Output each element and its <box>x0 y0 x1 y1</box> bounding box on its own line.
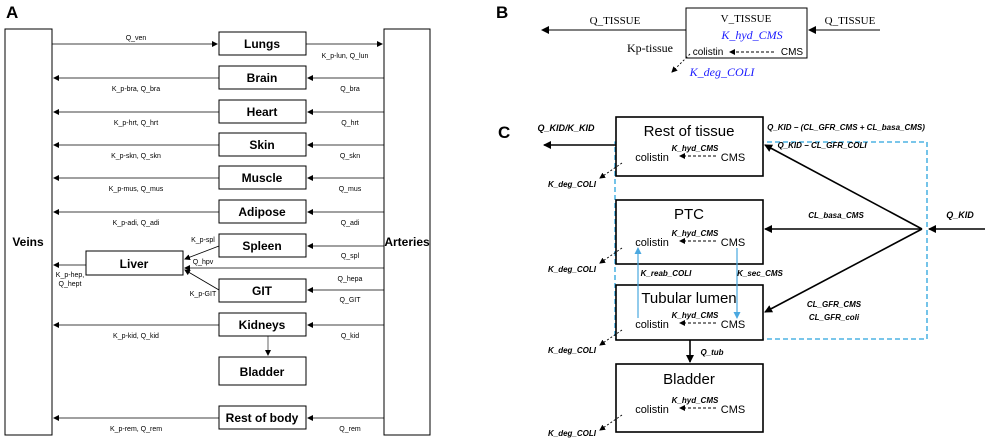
flow-q-hpv: Q_hpv <box>193 259 214 266</box>
c-q-out: Q_KID/K_KID <box>537 123 595 133</box>
b-k-hyd: K_hyd_CMS <box>720 28 782 42</box>
c-k-hyd-rest: K_hyd_CMS <box>672 144 719 153</box>
flow-q-spl: Q_spl <box>341 253 360 260</box>
flow-k-spl: K_p-spl <box>191 237 215 244</box>
c-k-deg-bladder: K_deg_COLI <box>548 429 597 438</box>
c-cl-gfr-cms: CL_GFR_CMS <box>807 300 862 309</box>
panel-a-arrows <box>52 41 384 421</box>
b-cms: CMS <box>781 47 804 58</box>
b-k-deg: K_deg_COLI <box>689 65 756 79</box>
organ-rest-of-body: Rest of body <box>226 411 299 425</box>
flow-k-git: K_p-GIT <box>190 291 217 298</box>
c-cms-rest: CMS <box>721 152 745 164</box>
c-q-tub: Q_tub <box>700 348 723 357</box>
c-q-rest-2: Q_KID − CL_GFR_COLI <box>777 141 867 150</box>
flow-q-rem: Q_rem <box>339 426 361 433</box>
c-k-hyd-ptc: K_hyd_CMS <box>672 229 719 238</box>
b-colistin: colistin <box>693 47 724 58</box>
flow-q-hepa: Q_hepa <box>338 276 363 283</box>
flow-k-lun: K_p-lun, Q_lun <box>322 53 369 60</box>
c-tubular-lumen: Tubular lumen <box>641 290 736 307</box>
organ-skin: Skin <box>249 138 274 152</box>
flow-k-bra: K_p-bra, Q_bra <box>112 86 160 93</box>
flow-k-adi: K_p-adi, Q_adi <box>113 220 160 227</box>
c-colistin-bladder: colistin <box>635 404 669 416</box>
flow-q-skn: Q_skn <box>340 153 360 160</box>
flow-q-ven: Q_ven <box>126 35 147 42</box>
c-colistin-rest: colistin <box>635 152 669 164</box>
c-cms-tub: CMS <box>721 319 745 331</box>
c-k-hyd-bladder: K_hyd_CMS <box>672 396 719 405</box>
panel-b-letter: B <box>496 3 508 22</box>
organ-git: GIT <box>252 284 273 298</box>
panel-b-arrows <box>541 26 880 73</box>
b-v-tissue: V_TISSUE <box>721 13 772 25</box>
degradation-arrows <box>599 162 623 431</box>
c-k-reab: K_reab_COLI <box>641 269 692 278</box>
organ-liver: Liver <box>120 257 149 271</box>
organ-kidneys: Kidneys <box>239 318 286 332</box>
organ-heart: Heart <box>247 105 278 119</box>
organ-brain: Brain <box>247 71 278 85</box>
c-ptc: PTC <box>674 206 704 223</box>
panel-a-letter: A <box>6 3 18 22</box>
flow-k-rem: K_p-rem, Q_rem <box>110 426 162 433</box>
flow-k-mus: K_p-mus, Q_mus <box>109 186 164 193</box>
hydrolysis-arrows <box>679 153 716 411</box>
panel-c-main-arrows <box>543 141 985 363</box>
flow-q-hrt: Q_hrt <box>341 120 359 127</box>
flow-q-git: Q_GIT <box>339 297 361 304</box>
c-k-sec: K_sec_CMS <box>737 269 783 278</box>
c-k-deg-tub: K_deg_COLI <box>548 346 597 355</box>
organ-spleen: Spleen <box>242 239 281 253</box>
flow-q-adi: Q_adi <box>341 220 360 227</box>
flow-q-mus: Q_mus <box>339 186 362 193</box>
c-cms-ptc: CMS <box>721 237 745 249</box>
b-kp-tissue: Kp-tissue <box>627 41 673 55</box>
arteries-box <box>383 28 431 436</box>
flow-k-skn: K_p-skn, Q_skn <box>111 153 161 160</box>
organ-bladder: Bladder <box>240 365 285 379</box>
rest-of-tissue-box <box>615 116 764 177</box>
c-q-kid: Q_KID <box>946 210 974 220</box>
c-colistin-tub: colistin <box>635 319 669 331</box>
flow-k-kid: K_p-kid, Q_kid <box>113 333 159 340</box>
c-q-rest-1: Q_KID − (CL_GFR_CMS + CL_basa_CMS) <box>767 123 925 132</box>
bladder-box <box>615 363 764 433</box>
veins-box <box>4 28 53 436</box>
veins-label: Veins <box>12 235 44 249</box>
c-k-hyd-tub: K_hyd_CMS <box>672 311 719 320</box>
c-cl-basa: CL_basa_CMS <box>808 211 864 220</box>
organ-muscle: Muscle <box>242 171 283 185</box>
c-rest-of-tissue: Rest of tissue <box>644 123 735 140</box>
flow-q-bra: Q_bra <box>340 86 360 93</box>
c-cms-bladder: CMS <box>721 404 745 416</box>
organ-adipose: Adipose <box>238 205 286 219</box>
b-q-tissue-right: Q_TISSUE <box>825 15 876 27</box>
transport-arrows <box>634 247 741 319</box>
c-cl-gfr-coli: CL_GFR_coli <box>809 313 860 322</box>
flow-q-hept: Q_hept <box>59 281 82 288</box>
organ-boxes <box>85 31 307 430</box>
b-q-tissue-left: Q_TISSUE <box>590 15 641 27</box>
c-colistin-ptc: colistin <box>635 237 669 249</box>
panel-c-letter: C <box>498 123 510 142</box>
flow-k-hep: K_p-hep, <box>56 272 84 279</box>
c-bladder: Bladder <box>663 371 715 388</box>
c-k-deg-ptc: K_deg_COLI <box>548 265 597 274</box>
organ-lungs: Lungs <box>244 37 280 51</box>
tissue-box <box>685 7 808 59</box>
flow-q-kid: Q_kid <box>341 333 359 340</box>
flow-k-hrt: K_p-hrt, Q_hrt <box>114 120 158 127</box>
c-k-deg-rest: K_deg_COLI <box>548 180 597 189</box>
kidney-boundary <box>614 141 928 340</box>
arteries-label: Arteries <box>384 235 430 249</box>
